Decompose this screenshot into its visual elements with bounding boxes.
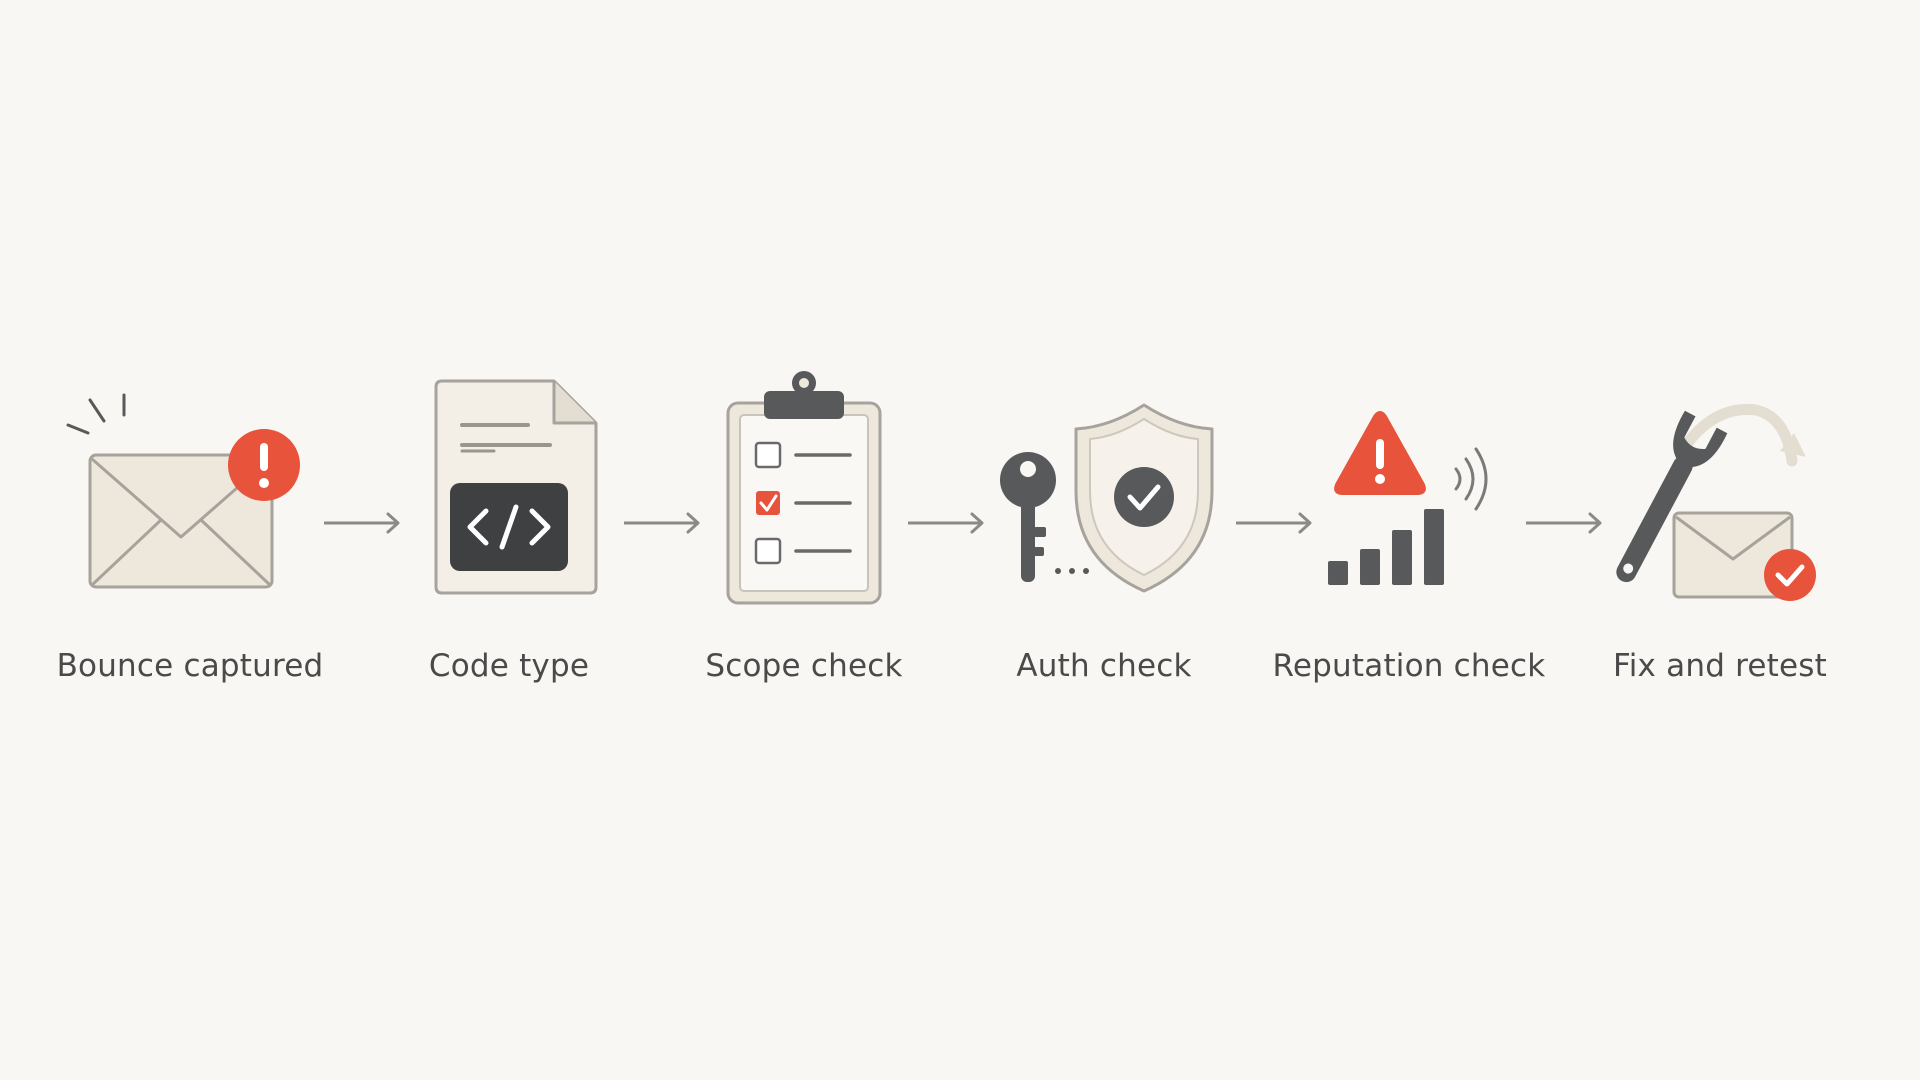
step-scope-check: [724, 365, 884, 605]
step-auth-check: [998, 365, 1218, 605]
clipboard-checklist-icon: [726, 371, 882, 605]
step-fix-and-retest: [1606, 365, 1826, 605]
step-label: Bounce captured: [56, 648, 324, 684]
code-document-icon: [434, 379, 598, 595]
warning-signal-icon: [1328, 411, 1488, 585]
step-reputation-check: [1322, 365, 1522, 605]
key-shield-icon: [1000, 403, 1214, 593]
envelope-alert-icon: [66, 393, 300, 589]
flow-arrow: [622, 508, 702, 542]
flow-arrow: [906, 508, 986, 542]
step-code-type: [430, 365, 600, 605]
flow-arrow: [322, 508, 402, 542]
wrench-envelope-check-icon: [1616, 403, 1816, 601]
step-label: Code type: [428, 648, 590, 684]
flow-arrow: [1234, 508, 1314, 542]
step-label: Reputation check: [1272, 648, 1546, 684]
step-bounce-captured: [62, 365, 312, 605]
flow-arrow: [1524, 508, 1604, 542]
step-label: Fix and retest: [1612, 648, 1828, 684]
step-label: Auth check: [1016, 648, 1192, 684]
step-label: Scope check: [705, 648, 903, 684]
